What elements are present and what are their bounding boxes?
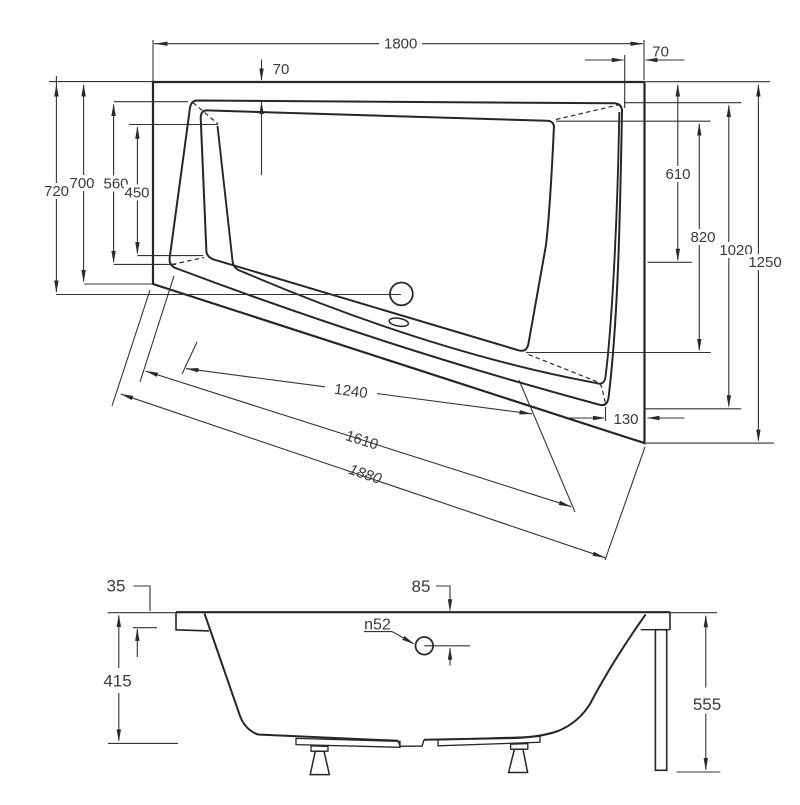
svg-text:70: 70 (652, 43, 669, 60)
svg-text:70: 70 (273, 61, 290, 78)
svg-text:700: 700 (69, 175, 94, 192)
svg-text:415: 415 (103, 672, 131, 691)
svg-text:1800: 1800 (384, 36, 417, 53)
svg-text:35: 35 (107, 577, 126, 596)
svg-text:560: 560 (103, 176, 128, 193)
svg-text:1250: 1250 (748, 254, 781, 271)
svg-text:450: 450 (124, 185, 149, 202)
svg-text:555: 555 (693, 695, 721, 714)
svg-text:1020: 1020 (719, 242, 752, 259)
svg-text:1240: 1240 (333, 381, 368, 402)
svg-text:n52: n52 (364, 617, 391, 634)
svg-text:1610: 1610 (343, 427, 380, 453)
svg-text:1880: 1880 (346, 461, 384, 488)
svg-text:130: 130 (613, 411, 638, 428)
svg-text:610: 610 (665, 166, 690, 183)
svg-text:85: 85 (412, 577, 431, 596)
svg-text:720: 720 (44, 183, 69, 200)
svg-text:820: 820 (690, 229, 715, 246)
